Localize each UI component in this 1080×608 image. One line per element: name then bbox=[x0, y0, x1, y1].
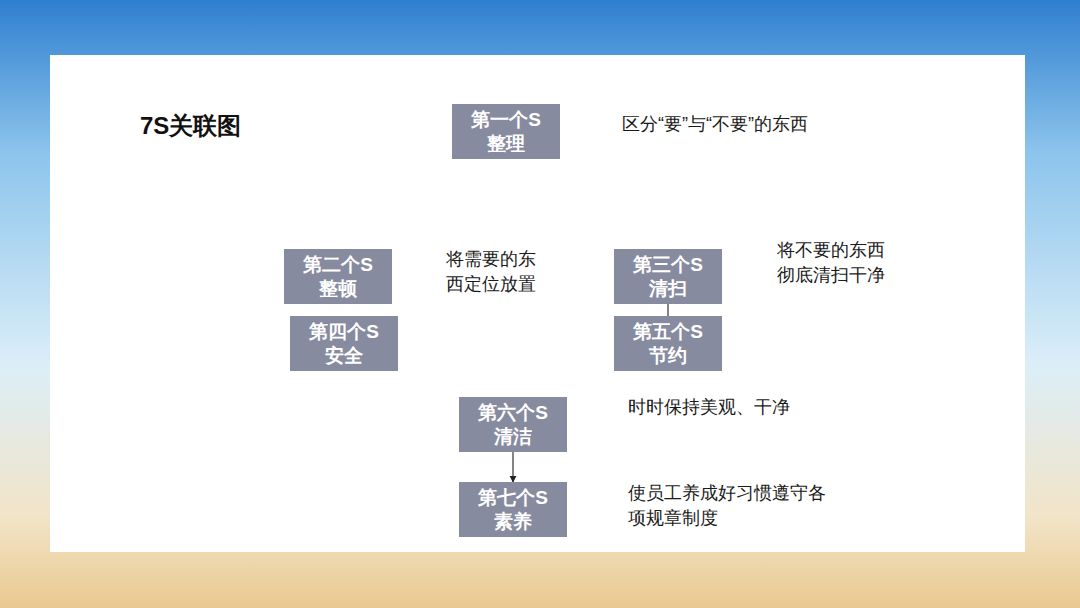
process-box: 第六个S清洁 bbox=[459, 397, 567, 452]
description-note: 将不要的东西 彻底清扫干净 bbox=[777, 238, 890, 288]
description-note: 时时保持美观、干净 bbox=[628, 395, 790, 420]
process-box: 第七个S素养 bbox=[459, 482, 567, 537]
step-name: 素养 bbox=[494, 510, 532, 533]
white-panel bbox=[50, 55, 1025, 552]
process-box: 第二个S整顿 bbox=[284, 249, 392, 304]
step-number: 第一个S bbox=[471, 108, 541, 131]
step-number: 第四个S bbox=[309, 320, 379, 343]
description-note: 区分“要”与“不要”的东西 bbox=[622, 112, 808, 137]
connector-line bbox=[512, 452, 513, 482]
process-box: 第五个S节约 bbox=[614, 316, 722, 371]
description-note: 将需要的东 西定位放置 bbox=[446, 247, 541, 297]
step-name: 清洁 bbox=[494, 425, 532, 448]
process-box: 第四个S安全 bbox=[290, 316, 398, 371]
step-number: 第七个S bbox=[478, 486, 548, 509]
connector-line bbox=[667, 304, 668, 316]
step-name: 安全 bbox=[325, 344, 363, 367]
description-note: 使员工养成好习惯遵守各 项规章制度 bbox=[628, 481, 831, 531]
process-box: 第三个S清扫 bbox=[614, 249, 722, 304]
step-name: 整理 bbox=[487, 132, 525, 155]
diagram-title: 7S关联图 bbox=[140, 110, 241, 142]
step-number: 第六个S bbox=[478, 401, 548, 424]
step-name: 节约 bbox=[649, 344, 687, 367]
step-number: 第五个S bbox=[633, 320, 703, 343]
step-name: 清扫 bbox=[649, 277, 687, 300]
step-name: 整顿 bbox=[319, 277, 357, 300]
step-number: 第三个S bbox=[633, 253, 703, 276]
step-number: 第二个S bbox=[303, 253, 373, 276]
process-box: 第一个S整理 bbox=[452, 104, 560, 159]
